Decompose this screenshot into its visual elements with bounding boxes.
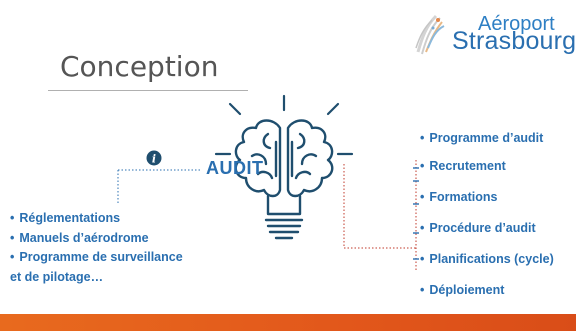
right-connector [343, 160, 417, 272]
list-item-label: et de pilotage… [10, 269, 104, 284]
bullet-icon: • [420, 190, 425, 204]
slide-title: Conception [60, 50, 219, 83]
list-item-label: Déploiement [429, 283, 505, 297]
bullet-icon: • [420, 159, 425, 173]
audit-label: AUDIT [206, 158, 264, 178]
list-item: • Procédure d’audit [420, 221, 536, 235]
list-item: • Planifications (cycle) [420, 252, 554, 266]
bullet-icon: • [420, 252, 425, 266]
list-item: • Recrutement [420, 159, 506, 173]
list-item: • Déploiement [420, 283, 504, 297]
bullet-icon: • [420, 283, 425, 297]
airport-logo [408, 8, 576, 60]
info-circle-icon: i [146, 150, 162, 166]
title-divider [48, 90, 248, 91]
list-item-label: Formations [429, 190, 498, 204]
bullet-icon: • [10, 211, 15, 225]
list-item-label: Planifications (cycle) [429, 252, 554, 266]
svg-text:i: i [152, 153, 156, 166]
logo-text-aeroport: Aéroport [478, 13, 555, 35]
bullet-icon: • [10, 250, 15, 264]
list-item: et de pilotage… [10, 268, 183, 288]
left-connector [117, 169, 200, 205]
bullet-icon: • [420, 131, 425, 145]
bullet-icon: • [10, 230, 15, 245]
list-item: • Formations [420, 190, 497, 204]
list-item-label: Manuels d’aérodrome [19, 230, 149, 245]
list-item-label: Réglementations [19, 211, 121, 225]
list-item-label: Programme de surveillance [19, 250, 183, 264]
list-item: • Réglementations [10, 209, 183, 229]
list-item-label: Procédure d’audit [429, 221, 536, 235]
logo-text-strasbourg: Strasbourg [452, 27, 576, 55]
list-item: • Manuels d’aérodrome [10, 229, 183, 249]
list-item-label: Programme d’audit [429, 131, 544, 145]
footer-bar [0, 314, 576, 331]
right-bracket-ticks [413, 167, 419, 260]
list-item: • Programme de surveillance [10, 248, 183, 268]
lightbulb-rays-icon [214, 94, 354, 156]
bullet-icon: • [420, 221, 425, 235]
list-item-label: Recrutement [429, 159, 506, 173]
brain-lightbulb-icon [234, 119, 334, 240]
logo-mark-icon [415, 14, 445, 55]
list-item: • Programme d’audit [420, 131, 543, 145]
left-input-list: • Réglementations • Manuels d’aérodrome • P… [10, 209, 183, 287]
